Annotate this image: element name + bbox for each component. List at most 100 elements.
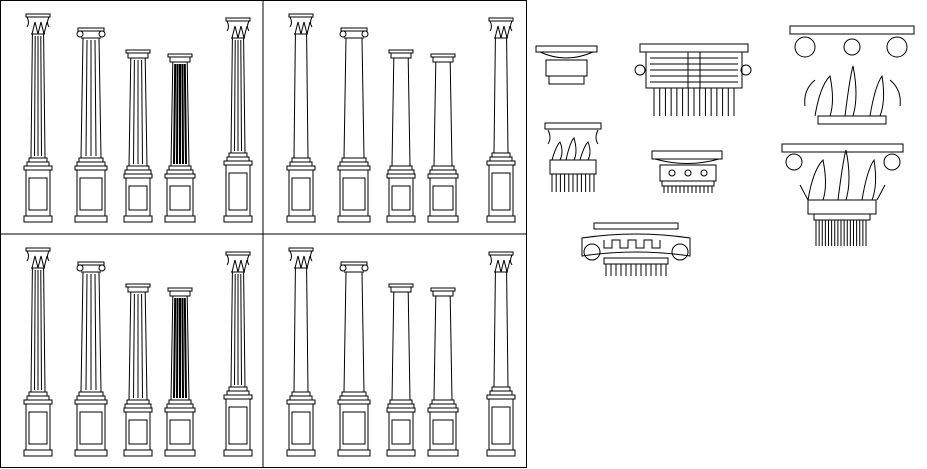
base-plinth bbox=[387, 169, 415, 175]
column-capital bbox=[430, 287, 456, 297]
echinus bbox=[432, 290, 454, 297]
flute-line bbox=[40, 269, 42, 391]
acanthus-leaves bbox=[26, 16, 50, 35]
abacus bbox=[288, 13, 314, 18]
leaf-band bbox=[807, 199, 877, 215]
column-shaft bbox=[170, 295, 190, 401]
flute-line bbox=[133, 293, 135, 399]
flute-line bbox=[181, 63, 184, 165]
column-shaft bbox=[433, 295, 453, 401]
pedestal-panel bbox=[391, 419, 411, 445]
pedestal-panel bbox=[169, 185, 191, 211]
necking bbox=[813, 213, 871, 221]
volute bbox=[886, 36, 908, 58]
abacus bbox=[781, 143, 904, 153]
pedestal-base bbox=[286, 215, 316, 223]
corinthian-capital-small bbox=[544, 122, 602, 192]
acanthus-leaves bbox=[26, 250, 50, 269]
column bbox=[223, 251, 253, 457]
column-capital bbox=[225, 17, 251, 39]
acanthus-leaves bbox=[289, 16, 313, 35]
rosette bbox=[700, 169, 708, 177]
pedestal-cap bbox=[123, 407, 153, 413]
column-capital bbox=[288, 247, 314, 269]
pedestal-base bbox=[123, 449, 153, 457]
acanthus-leaves bbox=[226, 20, 250, 39]
rosette bbox=[684, 169, 692, 177]
flute-line bbox=[176, 63, 179, 165]
base-torus bbox=[78, 157, 104, 163]
base-plinth bbox=[387, 403, 415, 409]
acanthus-leaves bbox=[799, 149, 886, 201]
column-shaft bbox=[493, 37, 509, 154]
abacus bbox=[77, 27, 105, 32]
flute-line bbox=[141, 59, 143, 165]
column-set-4 bbox=[286, 247, 516, 457]
pedestal-panel bbox=[432, 185, 454, 211]
column bbox=[337, 27, 371, 223]
flute-line bbox=[40, 35, 42, 157]
column-shaft bbox=[170, 61, 190, 167]
base-torus bbox=[389, 399, 413, 405]
flute-line bbox=[34, 269, 36, 391]
base-torus bbox=[126, 399, 150, 405]
base-plinth bbox=[289, 395, 313, 401]
column-capital bbox=[125, 283, 151, 293]
abacus bbox=[340, 27, 368, 32]
pedestal-base bbox=[427, 215, 459, 223]
cornice-curve bbox=[539, 51, 594, 59]
column-shaft bbox=[30, 267, 46, 393]
pedestal-panel bbox=[169, 419, 191, 445]
column-capital bbox=[167, 53, 193, 63]
flute-line bbox=[173, 63, 177, 165]
volute bbox=[671, 243, 689, 261]
pedestal-cap bbox=[223, 394, 253, 400]
pedestal-die bbox=[76, 169, 106, 217]
abacus bbox=[535, 45, 598, 53]
abacus bbox=[488, 251, 514, 256]
flute-line bbox=[240, 39, 242, 152]
pedestal-panel bbox=[79, 177, 103, 211]
column-set-2 bbox=[286, 13, 516, 223]
flute-line bbox=[181, 297, 184, 399]
base-torus bbox=[78, 391, 104, 397]
frieze bbox=[659, 164, 717, 182]
pedestal-cap bbox=[74, 165, 108, 171]
volute-band bbox=[581, 233, 691, 257]
base-plinth bbox=[489, 390, 513, 396]
column-shaft bbox=[433, 61, 453, 167]
pedestal-base bbox=[74, 449, 108, 457]
flute-line bbox=[240, 273, 242, 386]
corinthian-capital-large bbox=[789, 25, 915, 125]
abacus bbox=[488, 17, 514, 22]
flute-line bbox=[176, 297, 179, 399]
column-capital bbox=[125, 49, 151, 59]
abacus bbox=[288, 247, 314, 252]
abacus bbox=[789, 25, 915, 35]
volute bbox=[76, 30, 84, 38]
column bbox=[23, 13, 53, 223]
column-shaft bbox=[391, 291, 411, 401]
base-plinth bbox=[26, 161, 50, 167]
column-shaft bbox=[391, 57, 411, 167]
pedestal-cap bbox=[486, 394, 516, 400]
echinus bbox=[390, 52, 412, 59]
flute-line bbox=[141, 293, 143, 399]
column bbox=[386, 49, 416, 223]
pedestal-base bbox=[337, 215, 371, 223]
abacus bbox=[225, 17, 251, 22]
acanthus-leaves bbox=[226, 254, 250, 273]
sheet-frames bbox=[0, 0, 527, 468]
pedestal-base bbox=[486, 215, 516, 223]
column-capital bbox=[25, 247, 51, 269]
ionic-capital-front bbox=[581, 222, 691, 276]
base-plinth bbox=[166, 403, 194, 409]
column-capital bbox=[339, 27, 369, 39]
echinus bbox=[432, 56, 454, 63]
base-torus bbox=[168, 399, 192, 405]
base-torus bbox=[228, 152, 248, 158]
necking bbox=[548, 75, 585, 85]
base-torus bbox=[431, 399, 455, 405]
base-plinth bbox=[339, 161, 369, 167]
necking bbox=[661, 180, 715, 187]
